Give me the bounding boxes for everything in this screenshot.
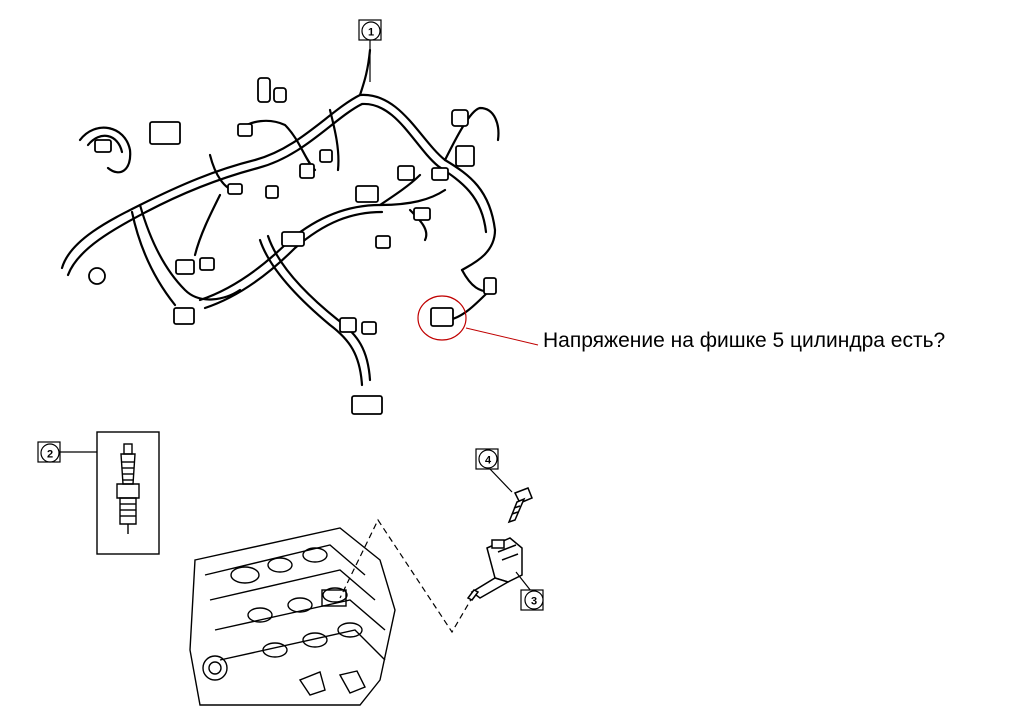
connector (431, 167, 449, 181)
spark-plug (116, 443, 140, 534)
callout-3: 3 (520, 589, 544, 611)
connector (175, 259, 195, 275)
connector (361, 321, 377, 335)
connector (483, 277, 497, 295)
connector (199, 257, 215, 271)
spark-plug-frame (96, 431, 160, 555)
callout-4-label: 4 (485, 455, 492, 467)
connector (355, 185, 379, 203)
highlight-ellipse (417, 295, 467, 341)
ignition-coil (466, 537, 523, 601)
callout-1-circle (361, 21, 381, 41)
connector (265, 185, 279, 199)
callout-4-circle (478, 449, 498, 469)
callout-leaders (60, 40, 532, 592)
callout-1: 1 (358, 19, 382, 41)
connector (299, 163, 315, 179)
connector (227, 183, 243, 195)
connector (173, 307, 195, 325)
callout-3-label: 3 (531, 596, 537, 608)
harness-connectors (88, 77, 497, 415)
connector (375, 235, 391, 249)
callout-1-label: 1 (368, 27, 374, 39)
connector (413, 207, 431, 221)
connector (281, 231, 305, 247)
spark-plug-panel (96, 431, 160, 555)
connector (397, 165, 415, 181)
connector (451, 109, 469, 127)
leader-line (465, 327, 539, 346)
bolt (507, 487, 533, 524)
connector (88, 267, 106, 285)
connector (339, 317, 357, 333)
connector (94, 139, 112, 153)
callout-4: 4 (475, 448, 499, 470)
connector (273, 87, 287, 103)
connector (351, 395, 383, 415)
connector (237, 123, 253, 137)
callout-3-circle (524, 590, 544, 610)
connector (319, 149, 333, 163)
cylinder-5-connector (430, 307, 454, 327)
connector (257, 77, 271, 103)
highlight-annotation (417, 295, 539, 346)
dashed-leader (339, 518, 474, 634)
connector (455, 145, 475, 167)
connector (149, 121, 181, 145)
engine-cylinder-head (189, 527, 396, 706)
callout-2: 2 (37, 441, 61, 463)
callout-2-circle (40, 443, 60, 463)
annotation-question: Напряжение на фишке 5 цилиндра есть? (543, 329, 946, 352)
callout-2-label: 2 (47, 449, 53, 461)
